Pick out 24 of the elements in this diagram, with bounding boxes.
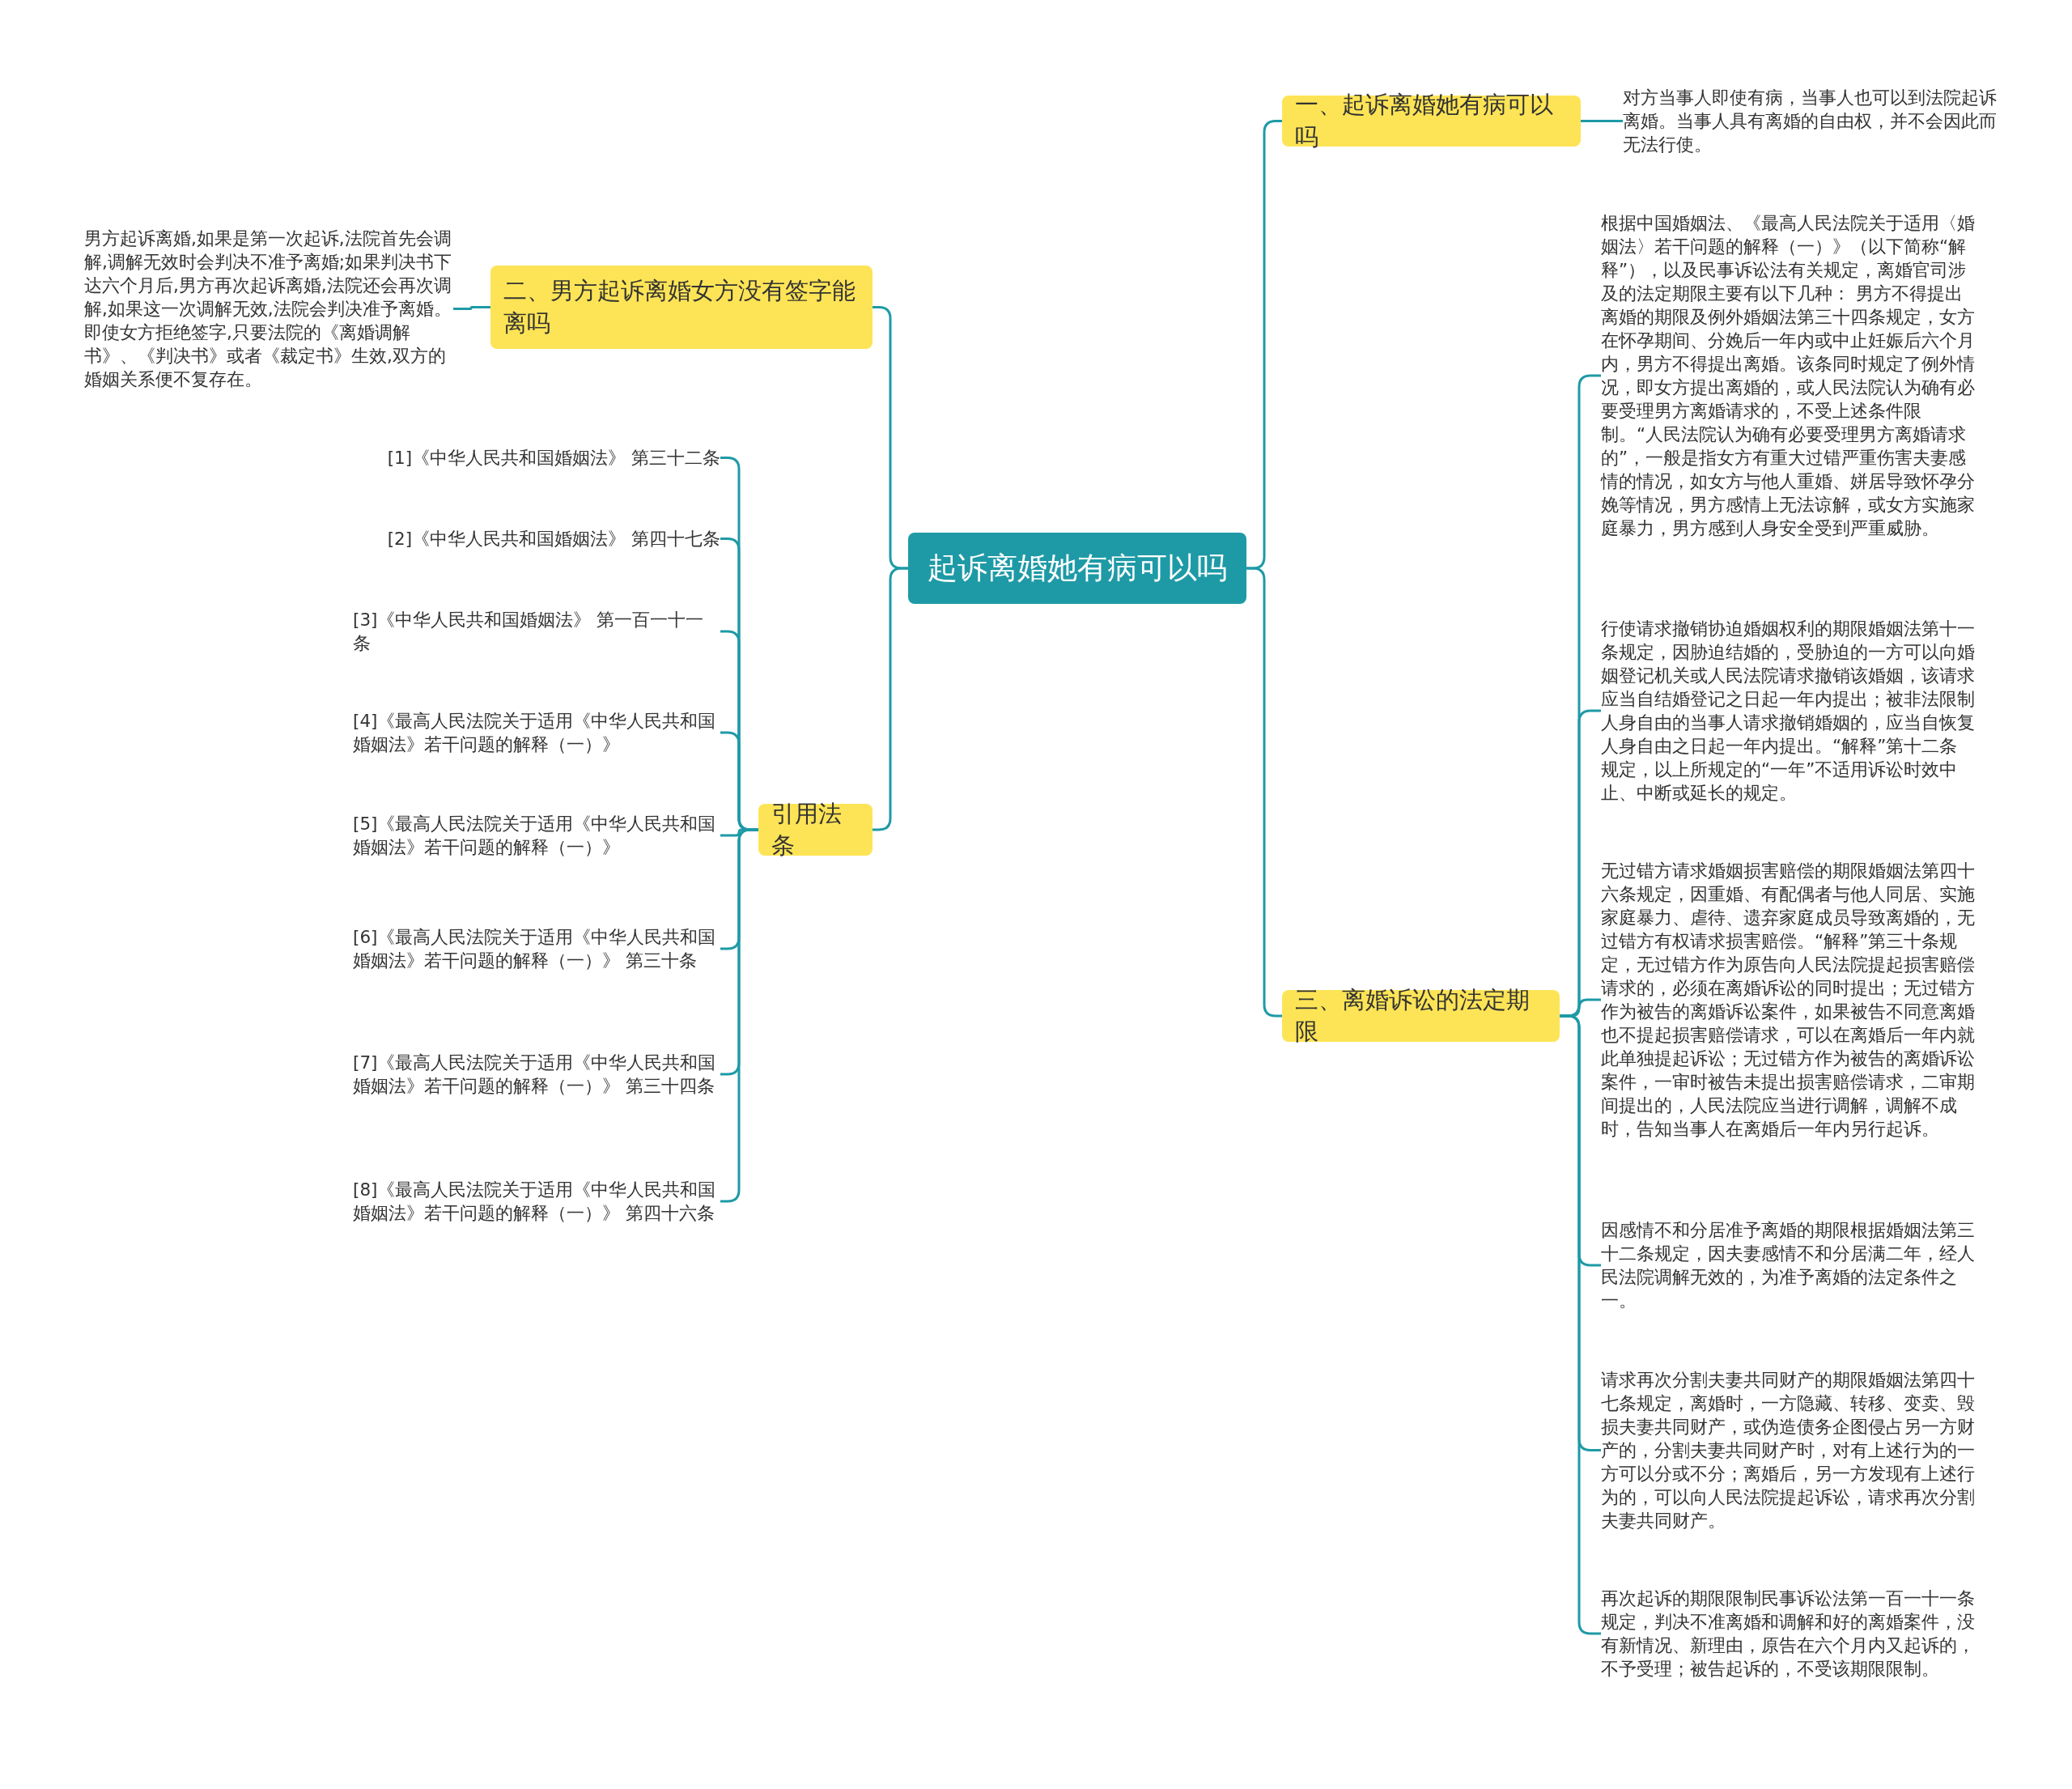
note-text: 无过错方请求婚姻损害赔偿的期限婚姻法第四十六条规定，因重婚、有配偶者与他人同居、实施家庭暴力、虐待、遗弃家庭成员导致离婚的，无过错方有权请求损害赔偿。“解释”第三十条规定，无过错方作为原告向人民法院提起损害赔偿请求的，必须在离婚诉讼的同时提出；无过错方作为被告的离婚诉讼案件，如果被告不同意离婚也不提起损害赔偿请求，可以在离婚后一年内就此单独提起诉讼；无过错方作为被告的离婚诉讼案件，一审时被告未提出损害赔偿请求，二审期间提出的，人民法院应当进行调解，调解不成时，告知当事人在离婚后一年内另行起诉。 (1601, 859, 1975, 1141)
note-text: 对方当事人即使有病，当事人也可以到法院起诉离婚。当事人具有离婚的自由权，并不会因此而无法行使。 (1623, 86, 2003, 156)
note-text: 男方起诉离婚,如果是第一次起诉,法院首先会调解,调解无效时会判决不准予离婚;如果判决书下达六个月后,男方再次起诉离婚,法院还会再次调解,如果这一次调解无效,法院会判决准予离婚。即使女方拒绝签字,只要法院的《离婚调解书》、《判决书》或者《裁定书》生效,双方的婚姻关系便不复存在。 (84, 227, 453, 391)
connector-line (720, 828, 758, 1203)
note-text: 请求再次分割夫妻共同财产的期限婚姻法第四十七条规定，离婚时，一方隐藏、转移、变卖、毁损夫妻共同财产，或伪造债务企图侵占另一方财产的，分割夫妻共同财产时，对有上述行为的一方可以分或不分；离婚后，另一方发现有上述行为的，可以向人民法院提起诉讼，请求再次分割夫妻共同财产。 (1601, 1368, 1975, 1532)
connector-line (1581, 120, 1623, 122)
reference-text: [7]《最高人民法院关于适用《中华人民共和国婚姻法》若干问题的解释（一）》 第三十四条 (353, 1051, 720, 1098)
reference-text: [4]《最高人民法院关于适用《中华人民共和国婚姻法》若干问题的解释（一）》 (353, 709, 720, 756)
central-topic-box: 起诉离婚她有病可以吗 (908, 533, 1246, 604)
reference-text: [2]《中华人民共和国婚姻法》 第四十七条 (387, 526, 720, 550)
reference-text: [8]《最高人民法院关于适用《中华人民共和国婚姻法》若干问题的解释（一）》 第四十六条 (353, 1178, 720, 1225)
reference-text: [6]《最高人民法院关于适用《中华人民共和国婚姻法》若干问题的解释（一）》 第三十条 (353, 925, 720, 972)
branch-topic-box: 引用法条 (758, 804, 873, 856)
note-text: 行使请求撤销协迫婚姻权利的期限婚姻法第十一条规定，因胁迫结婚的，受胁迫的一方可以向婚姻登记机关或人民法院请求撤销该婚姻，该请求应当自结婚登记之日起一年内提出；被非法限制人身自由的当事人请求撤销婚姻的，应当自恢复人身自由之日起一年内提出。“解释”第十二条规定，以上所规定的“一年”不适用诉讼时效中止、中断或延长的规定。 (1601, 617, 1975, 805)
note-text: 因感情不和分居准予离婚的期限根据婚姻法第三十二条规定，因夫妻感情不和分居满二年，经人民法院调解无效的，为准予离婚的法定条件之一。 (1601, 1218, 1975, 1312)
connector-line (1246, 567, 1282, 1018)
branch-topic-box: 二、男方起诉离婚女方没有签字能离吗 (490, 266, 873, 349)
reference-text: [1]《中华人民共和国婚姻法》 第三十二条 (387, 445, 720, 470)
reference-text: [3]《中华人民共和国婚姻法》 第一百一十一条 (353, 608, 720, 655)
reference-text: [5]《最高人民法院关于适用《中华人民共和国婚姻法》若干问题的解释（一）》 (353, 812, 720, 859)
connector-line (453, 306, 490, 310)
note-text: 再次起诉的期限限制民事诉讼法第一百一十一条规定，判决不准离婚和调解和好的离婚案件，没有新情况、新理由，原告在六个月内又起诉的，不予受理；被告起诉的，不受该期限限制。 (1601, 1587, 1975, 1681)
connector-line (873, 567, 908, 831)
note-text: 根据中国婚姻法、《最高人民法院关于适用〈婚姻法〉若干问题的解释（一）》（以下简称“解释”），以及民事诉讼法有关规定，离婚官司涉及的法定期限主要有以下几种： 男方不得提出离婚的期限及例外婚姻法第三十四条规定，女方在怀孕期间、分娩后一年内或中止妊娠后六个月内，男方不得提出离婚。该条同时规定了例外情况，即女方提出离婚的，或人民法院认为确有必要受理男方离婚请求的，不受上述条件限制。“人民法院认为确有必要受理男方离婚请求的”，一般是指女方有重大过错严重伤害夫妻感情的情况，如女方与他人重婚、姘居导致怀孕分娩等情况，男方感情上无法谅解，或女方实施家庭暴力，男方感到人身安全受到严重威胁。 (1601, 211, 1975, 540)
